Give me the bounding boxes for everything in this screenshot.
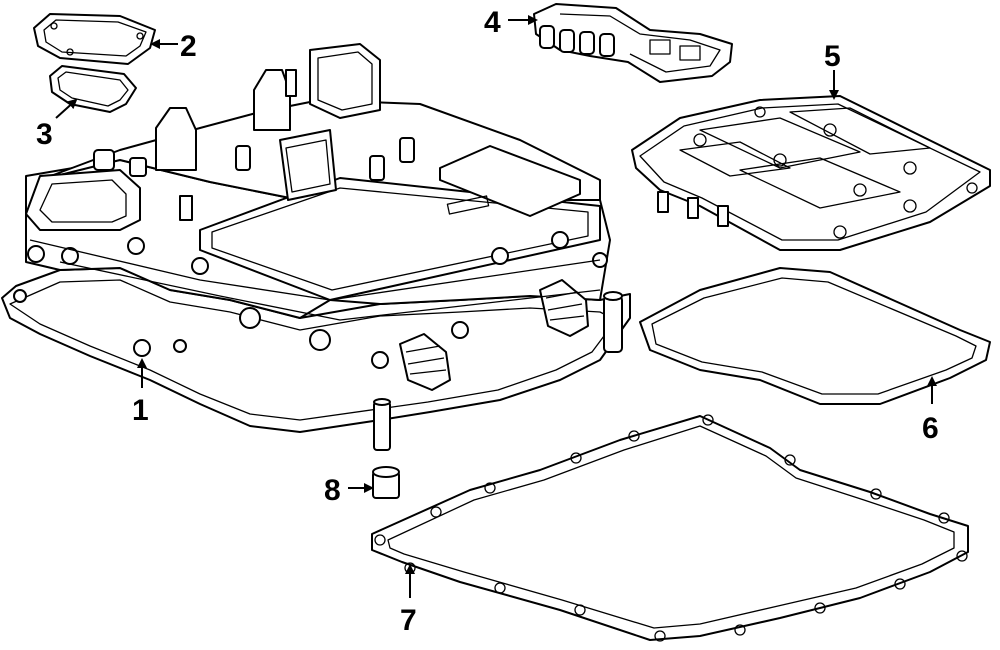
callout-5: 5	[824, 40, 841, 73]
callout-1: 1	[132, 394, 149, 427]
part-6-gasket	[639, 267, 991, 405]
callout-6: 6	[922, 412, 939, 445]
part-4-harness-module	[533, 3, 733, 83]
callout-8: 8	[324, 474, 341, 507]
part-1-control-module	[1, 43, 631, 451]
callout-4: 4	[484, 6, 501, 39]
callout-7: 7	[400, 604, 417, 637]
part-8-dowel	[372, 466, 400, 499]
part-5-valve-body	[631, 95, 991, 251]
leader-lines	[55, 15, 937, 598]
leader-3	[55, 98, 78, 119]
callout-2: 2	[180, 30, 197, 63]
callout-labels: 1 2 3 4 5 6 7 8	[36, 6, 939, 637]
callout-3: 3	[36, 118, 53, 151]
part-3-seal-ring	[49, 65, 137, 113]
part-7-pan-gasket	[371, 414, 969, 642]
part-2-cover-plate	[33, 13, 156, 65]
